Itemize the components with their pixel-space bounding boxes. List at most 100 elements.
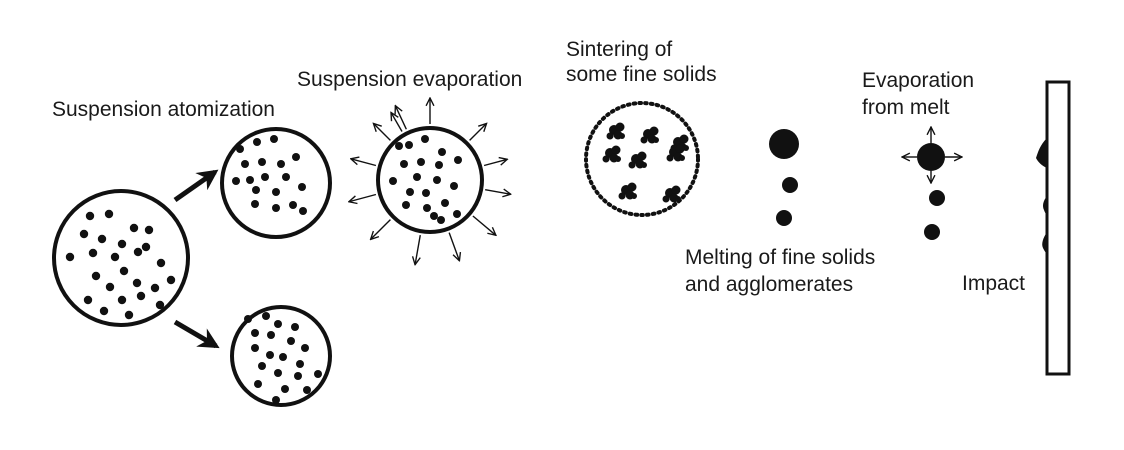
solid-particle	[272, 204, 280, 212]
solid-particle	[251, 329, 259, 337]
solid-particle	[254, 380, 262, 388]
melted-particle-medium	[782, 177, 798, 193]
solid-particle	[400, 160, 408, 168]
solid-particle	[281, 385, 289, 393]
solid-particle	[272, 396, 280, 404]
label-sintering-line1: Sintering of	[566, 38, 673, 61]
solid-particle	[251, 344, 259, 352]
agglomerate	[640, 126, 659, 144]
solid-particle	[267, 331, 275, 339]
solid-particle	[156, 258, 166, 268]
solid-particle	[79, 229, 89, 239]
label-suspension-evaporation: Suspension evaporation	[297, 68, 523, 91]
solid-particle	[402, 201, 410, 209]
melted-particles	[769, 129, 799, 226]
evaporating-droplet	[349, 98, 511, 265]
solid-particle	[299, 207, 307, 215]
atomization-arrow-upper	[173, 169, 219, 203]
solid-particle	[405, 141, 413, 149]
evaporation-arrow	[391, 112, 403, 132]
sintering-droplet	[584, 101, 700, 217]
melted-particle-small	[776, 210, 792, 226]
solid-particle	[430, 212, 438, 220]
solid-particle	[289, 201, 297, 209]
solid-particle	[258, 362, 266, 370]
solid-particle	[236, 145, 244, 153]
solid-particle	[303, 386, 311, 394]
atomization-arrow-lower	[173, 319, 220, 349]
solid-particle	[435, 161, 443, 169]
solid-particle	[232, 177, 240, 185]
solid-particle	[88, 248, 98, 258]
evaporation-arrow	[371, 219, 391, 240]
melted-particle-large	[769, 129, 799, 159]
solid-particle	[277, 160, 285, 168]
solid-particle	[287, 337, 295, 345]
solid-particle	[272, 188, 280, 196]
solid-particle	[83, 295, 93, 305]
solid-particle	[117, 239, 127, 249]
splat-lower	[1042, 232, 1047, 254]
evaporation-arrow	[415, 235, 421, 265]
solid-particle	[301, 344, 309, 352]
splat-upper	[1036, 138, 1047, 168]
evaporation-arrow	[448, 232, 459, 261]
label-impact: Impact	[962, 272, 1026, 295]
solid-particle	[97, 234, 107, 244]
solid-particle	[150, 283, 160, 293]
solid-particle	[453, 210, 461, 218]
solid-particle	[450, 182, 458, 190]
agglomerate	[618, 182, 637, 200]
solid-particle	[124, 310, 134, 320]
solid-particle	[413, 173, 421, 181]
label-evaporation-from-melt-line2: from melt	[862, 96, 950, 119]
solid-particle	[141, 242, 151, 252]
label-evaporation-from-melt-line1: Evaporation	[862, 69, 975, 92]
solid-particle	[279, 353, 287, 361]
evaporation-arrow	[395, 106, 407, 130]
agglomerate	[602, 145, 621, 163]
evaporation-arrow	[469, 123, 487, 141]
splat-middle	[1043, 196, 1047, 215]
solid-particle	[282, 173, 290, 181]
solid-particle	[261, 173, 269, 181]
solid-particle	[417, 158, 425, 166]
evaporation-arrow	[373, 123, 391, 141]
evaporation-arrow	[349, 193, 377, 201]
solid-particle	[117, 295, 127, 305]
solid-particle	[433, 176, 441, 184]
solid-particle	[251, 200, 259, 208]
solid-particle	[291, 323, 299, 331]
solid-particle	[258, 158, 266, 166]
solid-particle	[166, 275, 176, 285]
solid-particle	[314, 370, 322, 378]
solid-particle	[296, 360, 304, 368]
solid-particle	[438, 148, 446, 156]
solid-particle	[105, 282, 115, 292]
solid-particle	[422, 189, 430, 197]
solid-particle	[421, 135, 429, 143]
label-melting-line1: Melting of fine solids	[685, 246, 876, 269]
substrate	[1036, 80, 1071, 376]
solid-particle	[262, 312, 270, 320]
agglomerate	[628, 151, 647, 169]
solid-particle	[266, 351, 274, 359]
agglomerate	[662, 185, 681, 203]
solid-particle	[454, 156, 462, 164]
label-sintering-line2: some fine solids	[566, 63, 717, 86]
solid-particle	[65, 252, 75, 262]
melt-evaporation-particles	[902, 127, 962, 240]
solid-particle	[241, 160, 249, 168]
solid-particle	[244, 315, 252, 323]
solid-particle	[104, 209, 114, 219]
solid-particle	[91, 271, 101, 281]
agglomerate	[606, 122, 625, 140]
atomized-droplet-lower	[230, 305, 332, 407]
solid-particle	[423, 204, 431, 212]
solid-particle	[85, 211, 95, 221]
solid-particle	[294, 372, 302, 380]
solid-particle	[144, 225, 154, 235]
solid-particle	[274, 320, 282, 328]
suspension-droplet-large	[52, 189, 190, 327]
label-suspension-atomization: Suspension atomization	[52, 98, 275, 121]
